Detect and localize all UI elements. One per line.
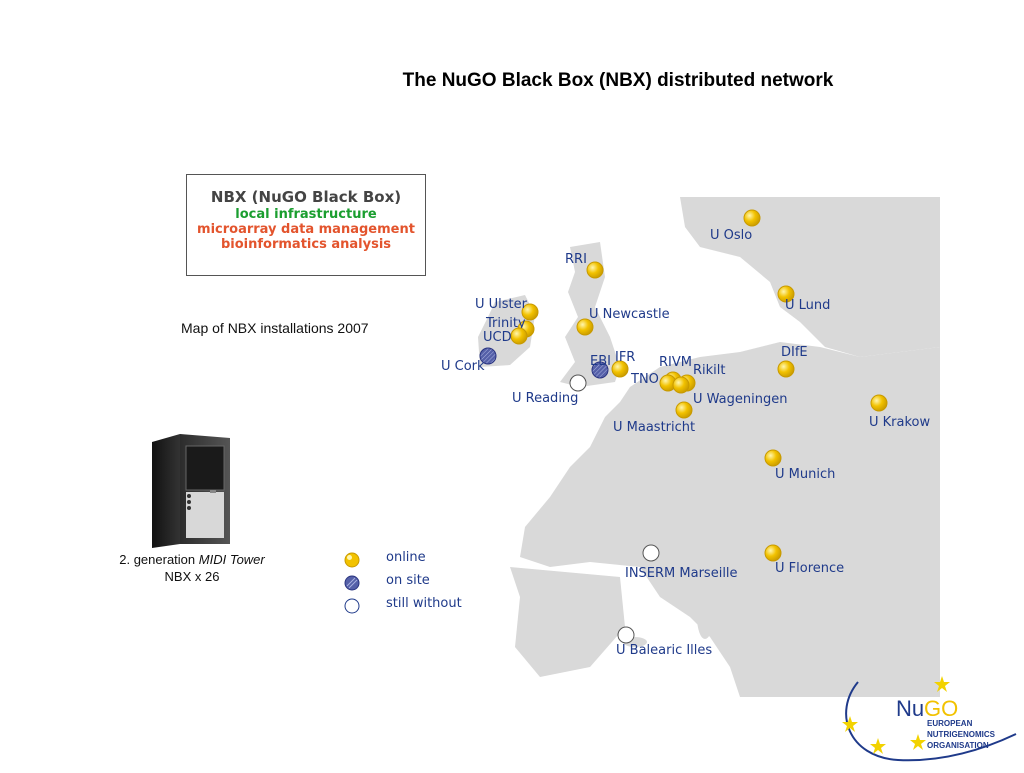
location-u-munich: U Munich bbox=[764, 449, 835, 482]
location-marker bbox=[743, 209, 761, 227]
location-marker bbox=[510, 327, 528, 345]
logo-line-european: EUROPEAN bbox=[927, 719, 973, 728]
location-label: TNO bbox=[630, 372, 659, 387]
location-u-maastricht: U Maastricht bbox=[613, 401, 695, 435]
location-ifr: IFR bbox=[611, 350, 635, 378]
location-ucd: UCD bbox=[483, 327, 528, 345]
location-marker bbox=[521, 303, 539, 321]
location-label: U Oslo bbox=[710, 228, 752, 243]
map-legend: online on site still without bbox=[342, 548, 492, 617]
location-label: EBI bbox=[590, 354, 611, 369]
tower-caption-prefix: 2. generation bbox=[119, 552, 199, 567]
location-label: DIfE bbox=[781, 345, 808, 360]
location-label: U Florence bbox=[775, 561, 844, 576]
logo-organisation-text: EUROPEAN NUTRIGENOMICS ORGANISATION bbox=[927, 718, 995, 751]
location-u-reading: U Reading bbox=[512, 374, 587, 406]
nbx-line-bioinformatics: bioinformatics analysis bbox=[220, 237, 392, 252]
location-label: U Balearic Illes bbox=[616, 643, 712, 658]
legend-still-without: still without bbox=[342, 594, 492, 617]
location-tno: TNO bbox=[630, 372, 677, 392]
location-label: U Cork bbox=[441, 359, 485, 374]
location-marker bbox=[764, 449, 782, 467]
location-marker bbox=[642, 544, 660, 562]
location-marker bbox=[870, 394, 888, 412]
location-marker bbox=[576, 318, 594, 336]
location-marker bbox=[675, 401, 693, 419]
location-u-ulster: U Ulster bbox=[475, 297, 539, 321]
location-label: U Maastricht bbox=[613, 420, 695, 435]
location-marker bbox=[764, 544, 782, 562]
location-u-krakow: U Krakow bbox=[869, 394, 931, 430]
land-shapes bbox=[478, 197, 940, 697]
location-marker bbox=[586, 261, 604, 279]
logo-line-nutrigenomics: NUTRIGENOMICS bbox=[927, 730, 995, 739]
location-label: U Wageningen bbox=[693, 392, 787, 407]
tower-caption-count: NBX x 26 bbox=[164, 569, 220, 584]
tower-caption-italic: MIDI Tower bbox=[198, 552, 265, 567]
tower-caption: 2. generation MIDI Tower NBX x 26 bbox=[112, 551, 272, 585]
location-label: Rikilt bbox=[693, 363, 726, 378]
map-caption: Map of NBX installations 2007 bbox=[181, 320, 369, 336]
slide-title: The NuGO Black Box (NBX) distributed net… bbox=[402, 70, 834, 91]
logo-nu: Nu bbox=[896, 696, 924, 721]
online-marker-icon bbox=[344, 552, 360, 568]
legend-online-label: online bbox=[386, 550, 426, 565]
location-marker bbox=[479, 347, 497, 365]
location-inserm-marseille: INSERM Marseille bbox=[625, 544, 738, 581]
location-dife: DIfE bbox=[777, 345, 808, 378]
location-u-oslo: U Oslo bbox=[710, 209, 761, 243]
nbx-line-microarray: microarray data management bbox=[197, 222, 415, 237]
location-label: RRI bbox=[565, 252, 587, 267]
location-marker bbox=[777, 285, 795, 303]
location-u-cork: U Cork bbox=[441, 347, 497, 374]
nbx-heading: NBX (NuGO Black Box) bbox=[210, 188, 402, 206]
location-label: IFR bbox=[615, 350, 635, 365]
location-marker bbox=[617, 626, 635, 644]
location-label: UCD bbox=[483, 330, 512, 345]
location-u-florence: U Florence bbox=[764, 544, 844, 576]
midi-tower-image bbox=[148, 432, 238, 555]
location-label: RIVM bbox=[659, 355, 692, 370]
location-label: INSERM Marseille bbox=[625, 566, 738, 581]
legend-on-site: on site bbox=[342, 571, 492, 594]
location-ebi: EBI bbox=[590, 354, 611, 379]
location-u-wageningen: U Wageningen bbox=[672, 376, 787, 407]
legend-on-site-label: on site bbox=[386, 573, 430, 588]
legend-online: online bbox=[342, 548, 492, 571]
location-u-lund: U Lund bbox=[777, 285, 830, 313]
nbx-info-box: NBX (NuGO Black Box) local infrastructur… bbox=[186, 174, 426, 276]
logo-go: GO bbox=[924, 696, 958, 721]
location-rri: RRI bbox=[565, 252, 604, 279]
location-u-newcastle: U Newcastle bbox=[576, 307, 670, 336]
location-label: U Ulster bbox=[475, 297, 528, 312]
location-marker bbox=[591, 361, 609, 379]
location-label: U Munich bbox=[775, 467, 835, 482]
location-label: Trinity bbox=[485, 316, 526, 331]
still-without-marker-icon bbox=[344, 598, 360, 614]
location-label: U Newcastle bbox=[589, 307, 670, 322]
location-marker bbox=[611, 360, 629, 378]
legend-still-without-label: still without bbox=[386, 596, 462, 611]
logo-line-organisation: ORGANISATION bbox=[927, 741, 989, 750]
nugo-logo: Nu GO EUROPEAN NUTRIGENOMICS ORGANISATIO… bbox=[838, 672, 1024, 768]
location-marker bbox=[777, 360, 795, 378]
location-label: U Krakow bbox=[869, 415, 931, 430]
location-u-balearic-illes: U Balearic Illes bbox=[616, 626, 712, 658]
location-label: U Reading bbox=[512, 391, 578, 406]
location-label: U Lund bbox=[785, 298, 830, 313]
location-marker bbox=[672, 376, 690, 394]
nbx-line-infrastructure: local infrastructure bbox=[235, 207, 377, 222]
on-site-marker-icon bbox=[344, 575, 360, 591]
location-marker bbox=[569, 374, 587, 392]
